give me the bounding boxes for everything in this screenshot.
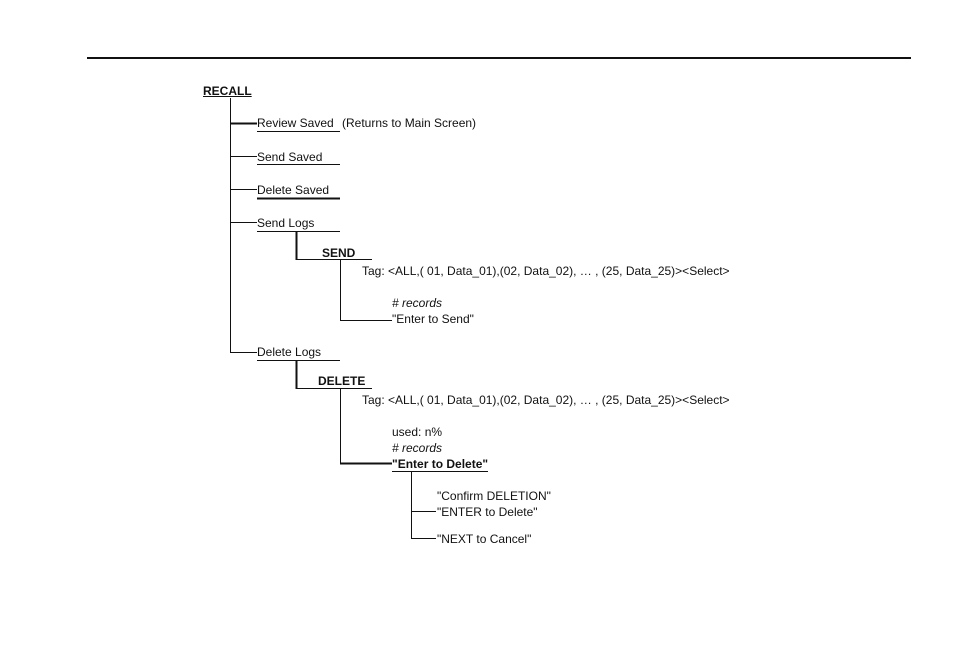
menu-item-send-saved: Send Saved <box>257 150 323 164</box>
menu-item-delete-logs: Delete Logs <box>257 345 322 359</box>
menu-item-delete-saved: Delete Saved <box>257 183 330 197</box>
recall-heading: RECALL <box>203 84 252 98</box>
send-enter-prompt: "Enter to Send" <box>392 312 474 326</box>
send-heading: SEND <box>322 246 356 260</box>
top-rule <box>87 57 911 59</box>
menu-item-review-saved: Review Saved <box>257 116 334 130</box>
delete-enter-prompt: "Enter to Delete" <box>392 457 489 471</box>
delete-used-percent: used: n% <box>392 425 443 439</box>
delete-tag-line: Tag: <ALL,( 01, Data_01),(02, Data_02), … <box>362 393 730 407</box>
review-saved-note: (Returns to Main Screen) <box>342 116 477 130</box>
delete-records: # records <box>392 441 443 455</box>
next-to-cancel-text: "NEXT to Cancel" <box>437 532 532 546</box>
confirm-deletion-text: "Confirm DELETION" <box>437 489 551 503</box>
send-records: # records <box>392 296 443 310</box>
menu-item-send-logs: Send Logs <box>257 216 315 230</box>
send-tag-line: Tag: <ALL,( 01, Data_01),(02, Data_02), … <box>362 264 730 278</box>
delete-heading: DELETE <box>318 374 366 388</box>
enter-to-delete-text: "ENTER to Delete" <box>437 505 538 519</box>
